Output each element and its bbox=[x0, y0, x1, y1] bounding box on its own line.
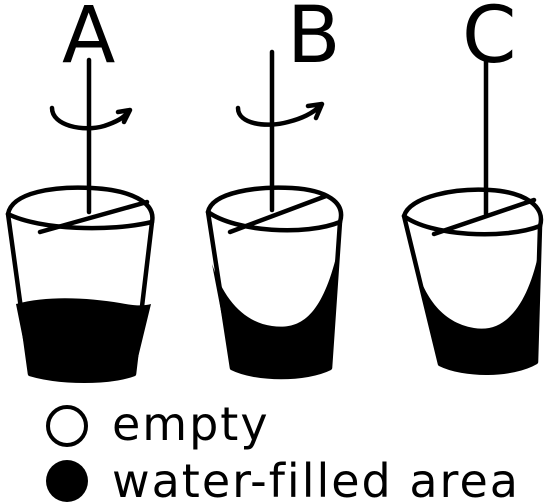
legend-water-swatch-icon bbox=[46, 460, 88, 502]
legend-empty-swatch-icon bbox=[46, 405, 88, 447]
bucket-c-paddle bbox=[431, 197, 537, 237]
bucket-c-outline bbox=[401, 187, 544, 375]
bucket-a: A bbox=[5, 0, 155, 383]
bucket-b-paddle bbox=[227, 193, 329, 235]
bucket-b-rotation-arrow-icon bbox=[235, 101, 325, 127]
legend: empty water-filled area bbox=[46, 397, 520, 504]
bucket-b: B bbox=[205, 0, 344, 380]
bucket-a-water bbox=[16, 298, 151, 381]
bucket-c-rim bbox=[401, 213, 543, 237]
bucket-b-outline bbox=[205, 185, 344, 380]
bucket-a-rim bbox=[5, 211, 155, 231]
bucket-b-rim bbox=[205, 209, 343, 233]
bucket-b-water bbox=[212, 240, 340, 377]
bucket-c: C bbox=[401, 0, 544, 375]
legend-water-label: water-filled area bbox=[112, 454, 520, 504]
bucket-a-rotation-arrow-icon bbox=[49, 105, 133, 131]
bucket-a-paddle bbox=[37, 199, 150, 235]
bucket-c-water bbox=[410, 240, 540, 373]
legend-empty-label: empty bbox=[112, 397, 270, 451]
bucket-c-label: C bbox=[462, 0, 516, 81]
bucket-b-label: B bbox=[287, 0, 341, 81]
